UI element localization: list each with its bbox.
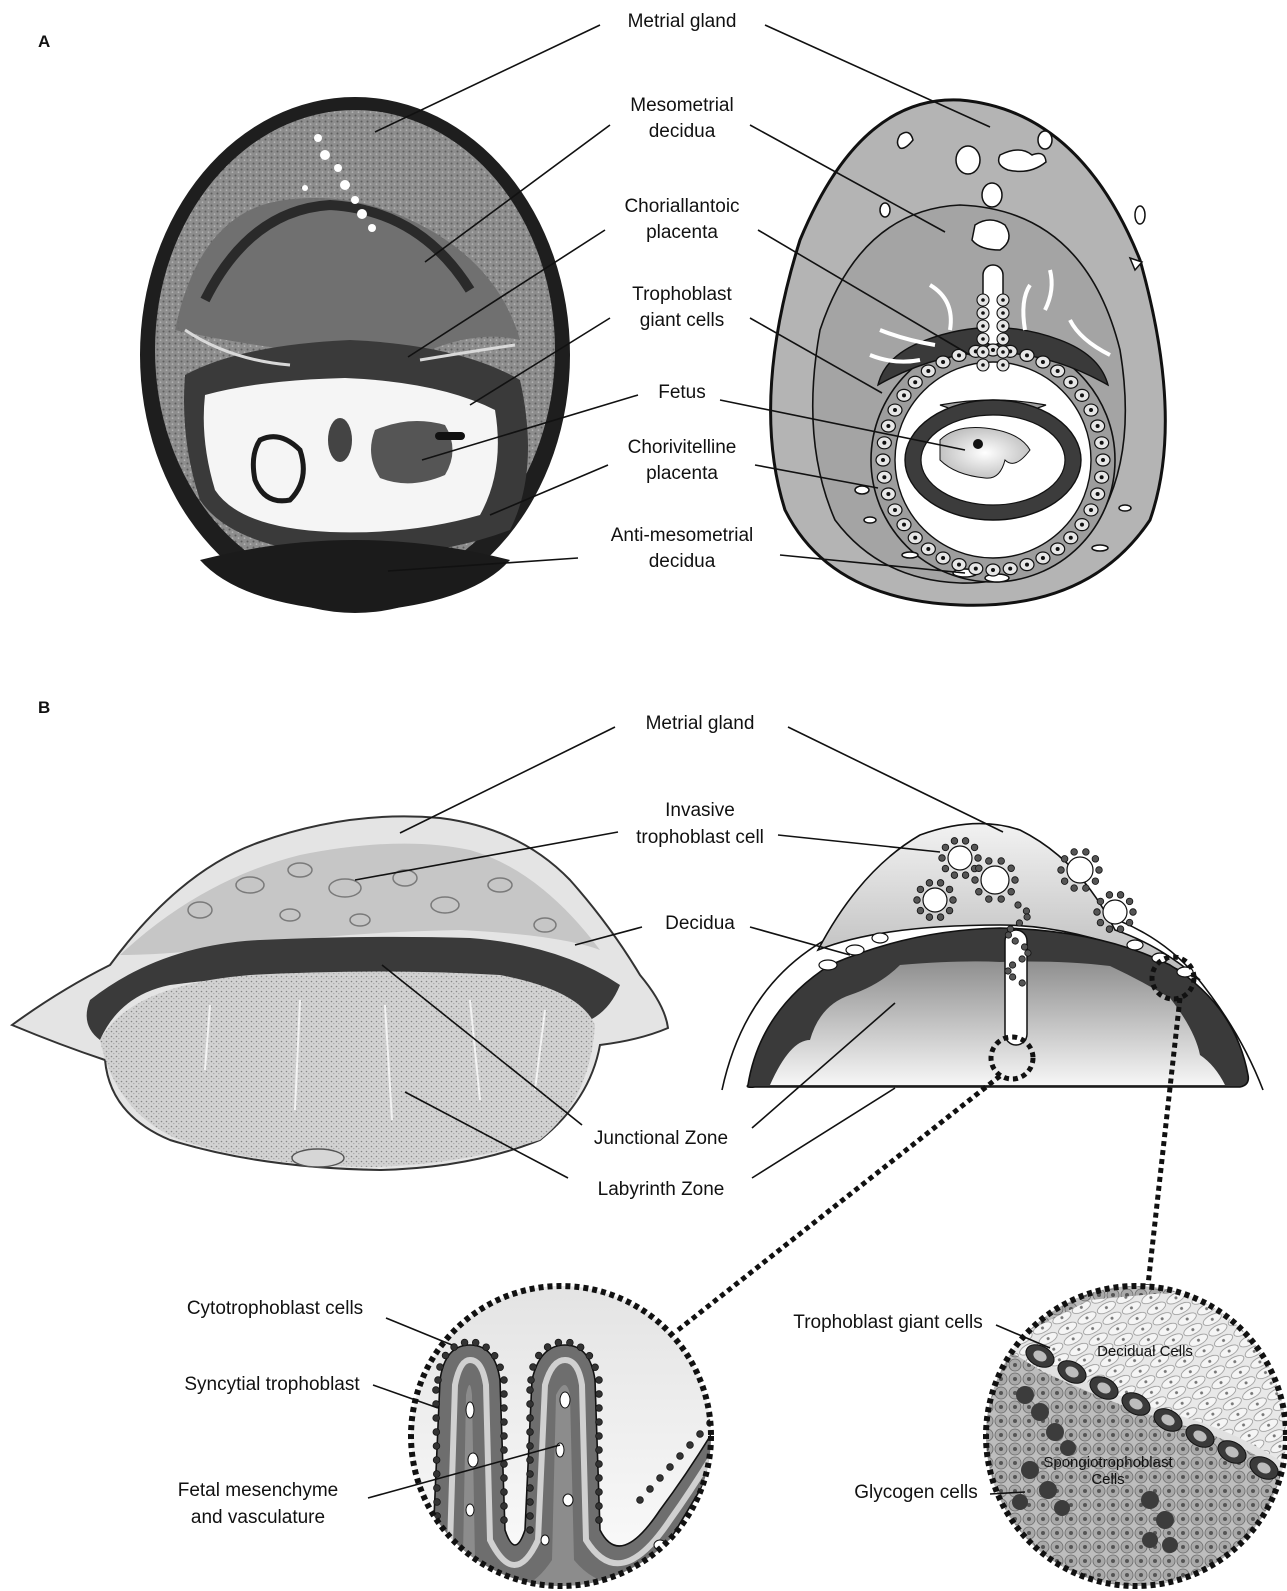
label-a-mesometrial-2: decidua bbox=[649, 121, 716, 142]
panel-a-schematic bbox=[771, 100, 1166, 605]
label-a-chorivitelline-1: Chorivitelline bbox=[628, 437, 737, 458]
label-b-invasive-1: Invasive bbox=[665, 800, 735, 821]
label-b-metrial-gland: Metrial gland bbox=[646, 713, 755, 734]
label-a-metrial-gland: Metrial gland bbox=[628, 11, 737, 32]
panel-b-micrograph bbox=[12, 816, 668, 1170]
label-b-invasive-2: trophoblast cell bbox=[636, 827, 764, 848]
label-spongio-1: Spongiotrophoblast bbox=[1043, 1454, 1173, 1471]
panel-a-labels: Metrial gland Mesometrial decidua Choria… bbox=[611, 11, 754, 572]
panel-a-micrograph bbox=[140, 97, 570, 613]
panel-label-a: A bbox=[38, 32, 50, 51]
label-glycogen: Glycogen cells bbox=[854, 1482, 978, 1503]
label-a-giant-cells-2: giant cells bbox=[640, 310, 725, 331]
label-a-chorioallantoic-1: Choriallantoic bbox=[624, 196, 739, 217]
label-a-chorivitelline-2: placenta bbox=[646, 463, 718, 484]
label-spongio-2: Cells bbox=[1091, 1471, 1124, 1488]
label-b-decidua: Decidua bbox=[665, 913, 735, 934]
labyrinth-inset bbox=[400, 1280, 740, 1591]
label-b-junctional-zone: Junctional Zone bbox=[594, 1128, 728, 1149]
label-b-labyrinth-zone: Labyrinth Zone bbox=[598, 1179, 725, 1200]
label-fetal-2: and vasculature bbox=[191, 1507, 325, 1528]
label-giant-cells: Trophoblast giant cells bbox=[793, 1312, 982, 1333]
label-a-anti-mesometrial-2: decidua bbox=[649, 551, 716, 572]
label-a-mesometrial-1: Mesometrial bbox=[630, 95, 733, 116]
label-a-chorioallantoic-2: placenta bbox=[646, 222, 718, 243]
label-decidual-cells: Decidual Cells bbox=[1097, 1343, 1193, 1360]
label-cytotrophoblast: Cytotrophoblast cells bbox=[187, 1298, 363, 1319]
label-fetal-1: Fetal mesenchyme bbox=[178, 1480, 339, 1501]
label-a-anti-mesometrial-1: Anti-mesometrial bbox=[611, 525, 754, 546]
label-a-giant-cells-1: Trophoblast bbox=[632, 284, 732, 305]
junctional-inset: Decidual Cells Spongiotrophoblast Cells bbox=[980, 1280, 1287, 1591]
label-syncytial: Syncytial trophoblast bbox=[184, 1374, 360, 1395]
panel-label-b: B bbox=[38, 698, 50, 717]
label-a-fetus: Fetus bbox=[658, 382, 706, 403]
